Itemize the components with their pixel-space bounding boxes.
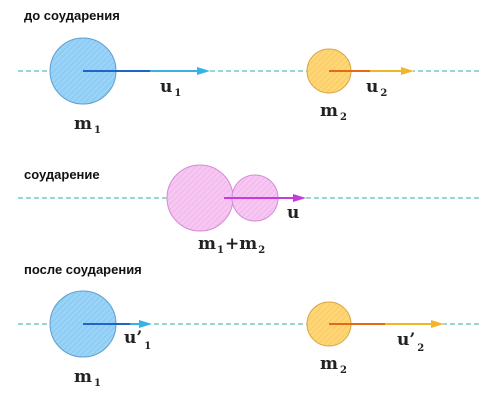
- ball-m1-collision: [166, 164, 234, 232]
- velocity-arrow-u2: [329, 67, 414, 75]
- label-u: u: [287, 203, 299, 223]
- label-u2-prime: u’2: [397, 330, 424, 354]
- section-title-collision: соударение: [24, 167, 100, 182]
- section-title-before: до соударения: [24, 8, 120, 23]
- velocity-arrow-u2-prime: [329, 320, 444, 328]
- label-u1-prime: u’1: [124, 328, 151, 352]
- label-m1-plus-m2: m1+m2: [198, 234, 265, 256]
- velocity-arrow-u: [224, 194, 306, 202]
- velocity-arrow-u1-prime: [83, 320, 152, 328]
- velocity-arrow-u1: [83, 67, 210, 75]
- section-title-after: после соударения: [24, 262, 142, 277]
